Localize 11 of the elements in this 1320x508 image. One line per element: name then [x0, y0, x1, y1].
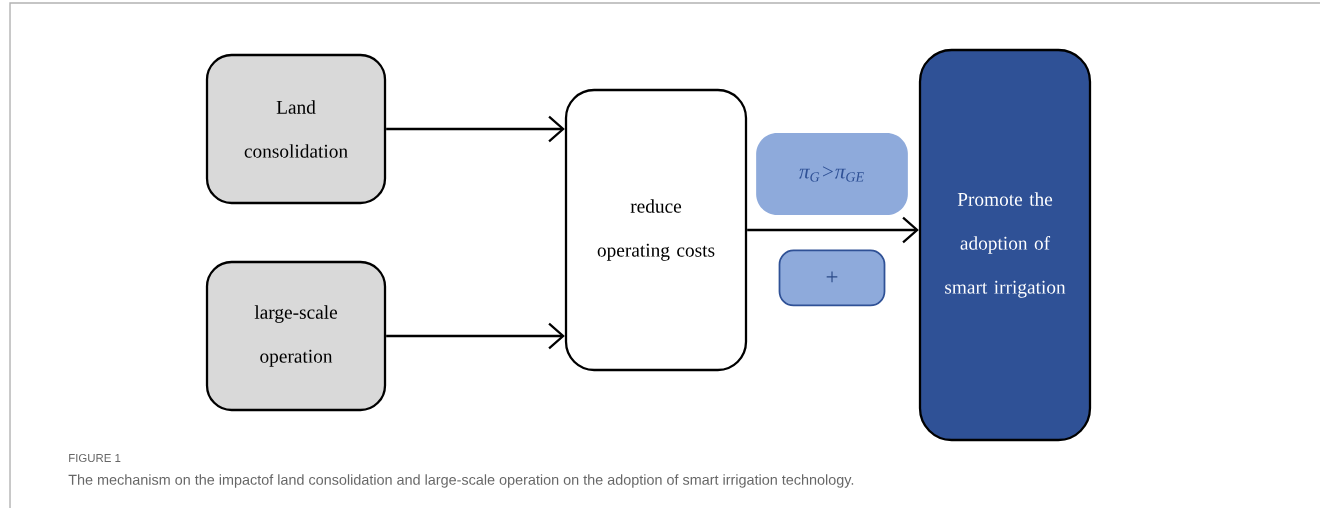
condition-box: π$_{G}$>π$_{GE}$ — [756, 133, 908, 215]
cause-box: large-scale operation — [205, 260, 387, 412]
sign-box: + — [778, 249, 886, 307]
outcome-box: Promote the adoption of smart irrigation — [918, 48, 1092, 442]
figure-label: FIGURE 1 — [69, 453, 121, 463]
cause-box: Land consolidation — [205, 53, 387, 205]
mediator-box: reduce operating costs — [564, 88, 748, 372]
arrow — [386, 115, 565, 143]
arrow — [747, 216, 919, 244]
arrow — [386, 322, 565, 350]
caption: The mechanism on the impactof land consolidation and large-scale operation on the adoption of smart irrigation technology. — [68, 474, 854, 488]
